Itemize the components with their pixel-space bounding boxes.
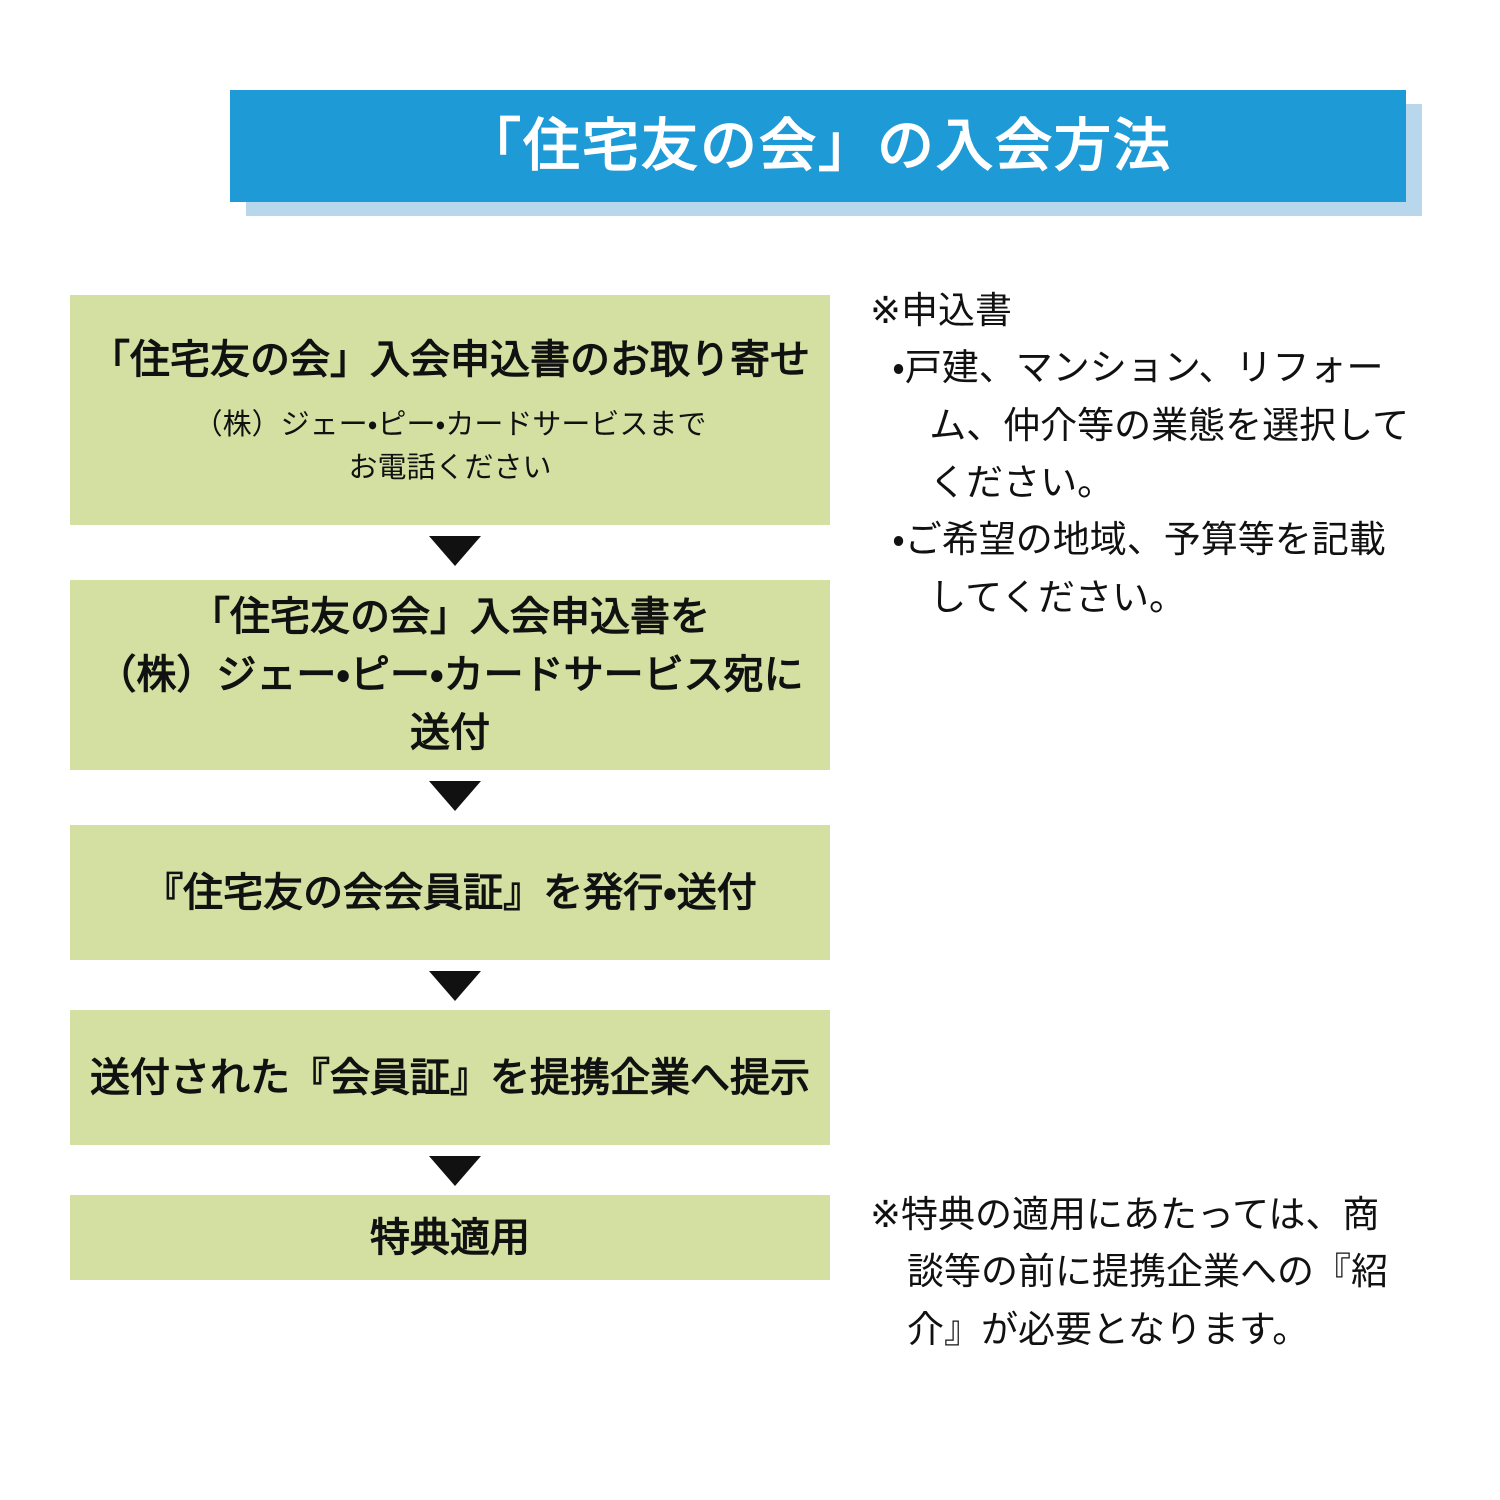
flow-step-request-form: 「住宅友の会」入会申込書のお取り寄せ （株）ジェー・ピー・カードサービスまで お… xyxy=(70,295,830,525)
step-subtext-line: お電話ください xyxy=(348,450,552,484)
flow-step-send-form: 「住宅友の会」入会申込書を （株）ジェー・ピー・カードサービス宛に送付 xyxy=(70,580,830,770)
note-heading: ※申込書 xyxy=(870,289,1013,332)
note-benefit: ※特典の適用にあたっては、商談等の前に提携企業への『紹介』が必要となります。 xyxy=(870,1186,1415,1358)
step-subtext: （株）ジェー・ピー・カードサービスまで お電話ください xyxy=(194,403,707,490)
flow-step-apply-benefit: 特典適用 xyxy=(70,1195,830,1280)
arrow-down-icon xyxy=(429,1156,481,1186)
note-text: ※特典の適用にあたっては、商談等の前に提携企業への『紹介』が必要となります。 xyxy=(870,1193,1388,1351)
note-item: ・戸建、マンション、リフォーム、仲介等の業態を選択してください。 xyxy=(892,346,1410,505)
step-title-line: 「住宅友の会」入会申込書を xyxy=(190,594,710,640)
arrow-down-icon xyxy=(429,781,481,811)
arrow-down-icon xyxy=(429,971,481,1001)
note-item: ・ご希望の地域、予算等を記載してください。 xyxy=(892,518,1386,619)
flow-step-issue-card: 『住宅友の会会員証』を発行・送付 xyxy=(70,825,830,960)
step-title: 特典適用 xyxy=(370,1214,530,1261)
step-title-line: （株）ジェー・ピー・カードサービス宛に送付 xyxy=(96,652,804,756)
page-title: 「住宅友の会」の入会方法 xyxy=(464,112,1172,179)
arrow-down-icon xyxy=(429,536,481,566)
note-application-form: ※申込書 ・戸建、マンション、リフォーム、仲介等の業態を選択してください。 ・ご… xyxy=(870,282,1415,626)
step-title: 「住宅友の会」入会申込書を （株）ジェー・ピー・カードサービス宛に送付 xyxy=(90,588,810,762)
step-title: 『住宅友の会会員証』を発行・送付 xyxy=(143,869,757,916)
header-banner: 「住宅友の会」の入会方法 xyxy=(230,90,1406,202)
flow-step-show-card: 送付された『会員証』を提携企業へ提示 xyxy=(70,1010,830,1145)
step-title: 「住宅友の会」入会申込書のお取り寄せ xyxy=(90,336,810,383)
step-title: 送付された『会員証』を提携企業へ提示 xyxy=(90,1054,810,1101)
step-subtext-line: （株）ジェー・ピー・カードサービスまで xyxy=(193,406,707,441)
